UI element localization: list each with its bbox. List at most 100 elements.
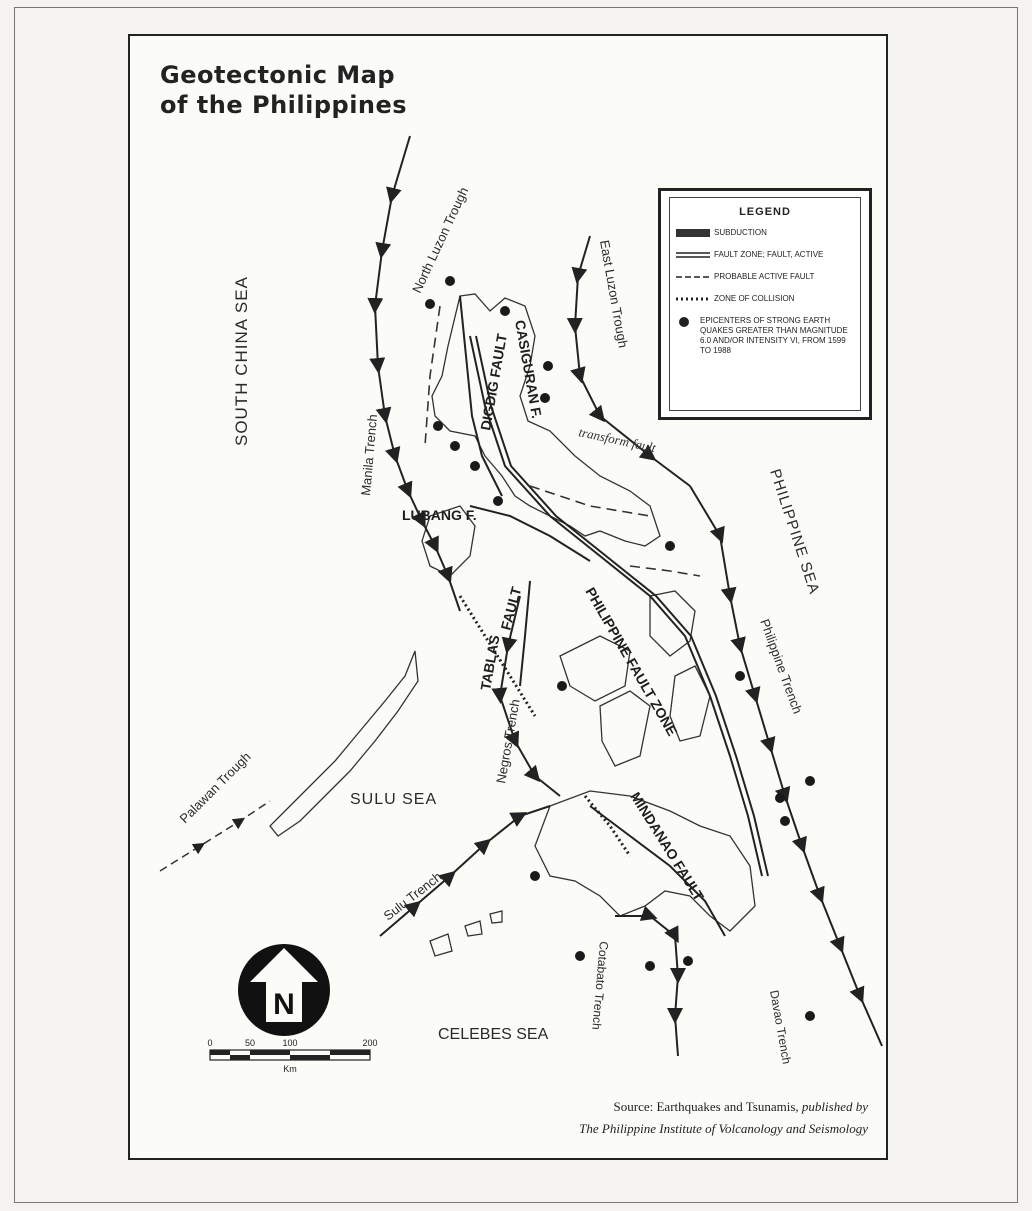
label-palawan-trough: Palawan Trough [177, 749, 254, 826]
collision-zone-1 [458, 595, 537, 717]
tablas-fault-line [519, 580, 531, 687]
palawan-outline [269, 650, 419, 837]
epicenter [805, 776, 815, 786]
label-digdig-fault: DIGDIG FAULT [477, 332, 510, 431]
label-philippine-sea: PHILIPPINE SEA [766, 467, 823, 597]
probable-fault-symbol-icon [676, 276, 710, 278]
sulu-archipelago [429, 910, 503, 957]
epicenter [425, 299, 435, 309]
epicenter [805, 1011, 815, 1021]
islands [269, 293, 756, 957]
subduction-symbol-icon [676, 229, 710, 237]
label-lubang-fault: LUBANG F. [402, 507, 477, 523]
epicenter [780, 816, 790, 826]
epicenter [470, 461, 480, 471]
probable-fault-3 [629, 565, 701, 577]
epicenter [530, 871, 540, 881]
legend-label: FAULT ZONE; FAULT, ACTIVE [714, 250, 824, 259]
label-sulu-sea: SULU SEA [350, 791, 437, 808]
lubang-fault-line [469, 505, 591, 562]
epicenter [735, 671, 745, 681]
map-title: Geotectonic Map of the Philippines [160, 60, 407, 120]
epicenter [683, 956, 693, 966]
legend-item-fault-zone: FAULT ZONE; FAULT, ACTIVE [676, 250, 854, 260]
epicenter [575, 951, 585, 961]
epicenter-symbol-icon [679, 317, 689, 327]
title-line-1: Geotectonic Map [160, 61, 396, 89]
label-sulu-trench: Sulu Trench [381, 869, 445, 924]
probable-faults [424, 305, 701, 577]
legend-title: LEGEND [739, 206, 791, 218]
legend-label: EPICENTERS OF STRONG EARTH QUAKES GREATE… [700, 316, 848, 355]
legend-label: SUBDUCTION [714, 228, 767, 237]
scale-tick: 50 [245, 1038, 255, 1048]
legend-label: ZONE OF COLLISION [714, 294, 795, 303]
collision-zone-2 [583, 795, 632, 857]
label-negros-trench: Negros Trench [493, 698, 523, 785]
probable-fault-1 [424, 305, 441, 447]
epicenter [493, 496, 503, 506]
label-celebes-sea: CELEBES SEA [438, 1026, 549, 1043]
luzon-outline [431, 293, 661, 547]
scale-tick: 100 [282, 1038, 297, 1048]
legend-item-epicenters: EPICENTERS OF STRONG EARTH QUAKES GREATE… [676, 316, 854, 356]
visayas-leyte [669, 665, 711, 742]
label-manila-trench: Manila Trench [358, 414, 380, 497]
source-title: Earthquakes and Tsunamis, [656, 1099, 799, 1114]
probable-fault-2 [529, 485, 651, 517]
epicenter [557, 681, 567, 691]
east-luzon-trough-line [566, 235, 691, 487]
cotabato-trench-line [615, 905, 686, 1057]
subduction-lines [367, 135, 883, 1057]
philippine-trench-line [689, 485, 883, 1047]
source-line-2: The Philippine Institute of Volcanology … [579, 1121, 868, 1136]
map-canvas: SOUTH CHINA SEA PHILIPPINE SEA SULU SEA … [159, 135, 883, 1065]
visayas-panay [559, 635, 631, 702]
compass-letter: N [273, 988, 295, 1021]
label-casiguran-fault: CASIGURAN F. [512, 319, 545, 420]
epicenter [665, 541, 675, 551]
epicenter [645, 961, 655, 971]
digdig-fault-line [459, 295, 503, 497]
title-line-2: of the Philippines [160, 91, 408, 119]
label-south-china-sea: SOUTH CHINA SEA [232, 276, 251, 446]
epicenter [540, 393, 550, 403]
source-credit: Source: Earthquakes and Tsunamis, publis… [579, 1096, 868, 1140]
page-border [14, 7, 1018, 1203]
source-line-1: Source: Earthquakes and Tsunamis, publis… [579, 1096, 868, 1118]
epicenter [775, 793, 785, 803]
label-east-luzon-trough: East Luzon Trough [597, 239, 631, 349]
source-suffix: published by [801, 1099, 868, 1114]
epicenter [450, 441, 460, 451]
mindanao-fault-line [589, 805, 726, 937]
sulu-trench-line [379, 805, 551, 937]
fault-zone-symbol-icon [676, 252, 710, 258]
source-prefix: Source: [613, 1099, 654, 1114]
legend-item-subduction: SUBDUCTION [676, 228, 854, 238]
label-philippine-trench: Philippine Trench [757, 617, 805, 716]
scale-tick: 0 [207, 1038, 212, 1048]
legend-label: PROBABLE ACTIVE FAULT [714, 272, 815, 281]
collision-zones [458, 595, 632, 857]
label-cotabato-trench: Cotabato Trench [589, 941, 611, 1031]
map-frame: SOUTH CHINA SEA PHILIPPINE SEA SULU SEA … [128, 34, 888, 1160]
north-arrow-icon: N [238, 944, 330, 1036]
collision-symbol-icon [676, 297, 710, 301]
legend-box: LEGEND SUBDUCTION FAULT ZONE; FAULT, ACT… [658, 188, 872, 420]
label-tablas: TABLAS [477, 634, 502, 692]
scale-bar: 0 50 100 200 Km [207, 1038, 377, 1074]
negros-trench-line [491, 595, 561, 797]
epicenter [433, 421, 443, 431]
label-tablas-fault: FAULT [497, 585, 524, 632]
label-mindanao-fault: MINDANAO FAULT [627, 789, 707, 904]
epicenters [425, 276, 815, 1021]
legend-inner: LEGEND SUBDUCTION FAULT ZONE; FAULT, ACT… [669, 197, 861, 411]
label-north-luzon-trough: North Luzon Trough [409, 185, 471, 295]
legend-item-probable-fault: PROBABLE ACTIVE FAULT [676, 272, 854, 282]
philippine-fault-line [469, 335, 763, 877]
label-davao-trench: Davao Trench [767, 989, 794, 1065]
scale-unit: Km [283, 1064, 297, 1074]
legend-item-collision: ZONE OF COLLISION [676, 294, 854, 304]
palawan-trough-line [159, 800, 271, 872]
scale-tick: 200 [362, 1038, 377, 1048]
